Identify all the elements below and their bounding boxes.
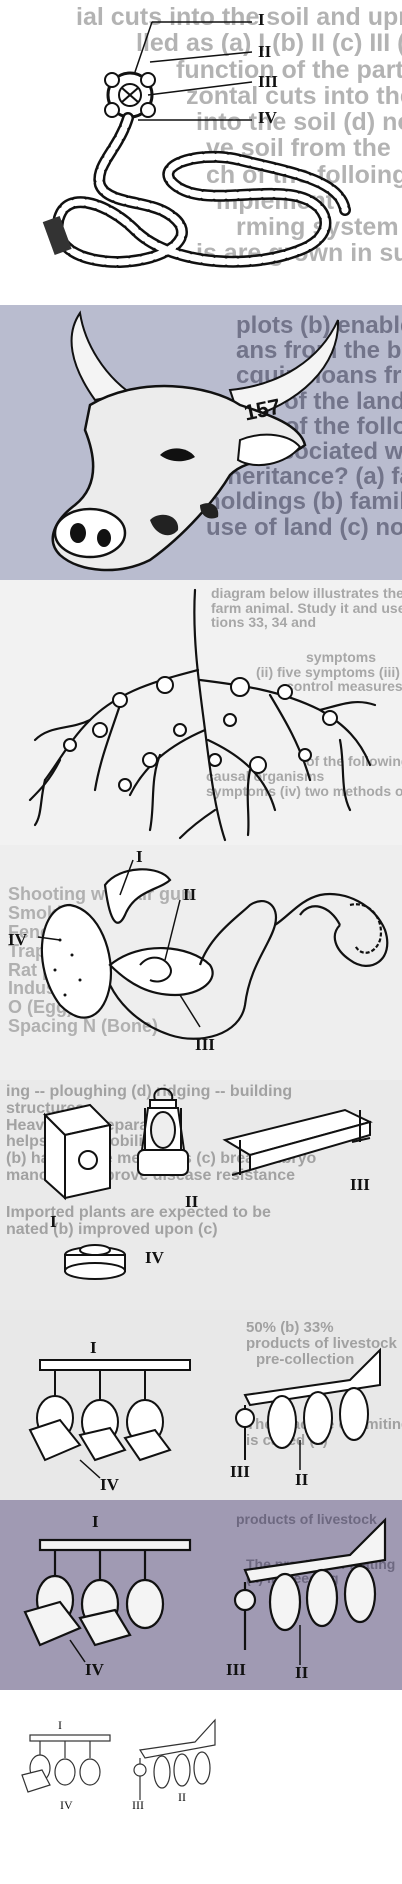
digestive-tract-drawing [37, 859, 389, 1040]
bg-line: farm animal. Study it and use it to answ… [211, 599, 402, 616]
bg-line: function of the part labelled II [176, 55, 402, 84]
bg-line: of the following [306, 753, 402, 770]
bg-line: plots (b) enables individu [236, 312, 402, 339]
label-III: III [226, 1660, 246, 1679]
background-question-text: diagram below illustrates the digestive … [6, 586, 402, 798]
bg-line: products of livestock [236, 1511, 377, 1527]
disc-implement-panel-2: products of livestock The practice of ma… [0, 1500, 402, 1690]
equipment-drawing [43, 1087, 373, 1280]
label-IV: IV [8, 930, 27, 949]
label-II: II [258, 42, 272, 61]
label-IV: IV [60, 1798, 73, 1812]
label-IV: IV [85, 1660, 104, 1679]
label-II: II [178, 1790, 186, 1804]
tapeworm-panel: ial cuts into the soil and upro lled as … [0, 0, 402, 305]
disc-implement-panel-1: 50% (b) 33% products of livestock pre-co… [0, 1310, 402, 1500]
disc-implement-drawing-1 [28, 1347, 381, 1479]
root-nodules-drawing [28, 588, 377, 842]
tapeworm-drawing [42, 21, 351, 269]
disc-implement-panel-3: I II III IV [0, 1690, 402, 1884]
bg-line: use of land (c) non-family me [206, 513, 402, 541]
bg-line: Spacing N (Bone) [8, 1016, 159, 1037]
bg-line: holdings (b) family members [206, 488, 402, 516]
label-I: I [58, 1718, 62, 1732]
label-I: I [90, 1338, 97, 1357]
bg-line: causal organisms [206, 767, 325, 784]
label-III: III [258, 72, 278, 91]
label-II: II [295, 1470, 309, 1489]
bg-line: (ii) five symptoms (iii) cultural [256, 663, 402, 680]
bg-line: nated (b) improved upon (c) [6, 1220, 218, 1238]
label-II: II [295, 1663, 309, 1682]
bg-line: ing -- ploughing (d) ridging -- building [6, 1083, 293, 1100]
bg-line: O (Egg) [8, 997, 73, 1018]
label-I: I [258, 10, 265, 29]
disc-implement-drawing-2 [23, 1517, 387, 1665]
label-IV: IV [258, 108, 277, 127]
bg-line: into the soil (d) none of the above [196, 108, 402, 136]
label-II: II [185, 1192, 199, 1211]
bg-line: symptoms [306, 649, 377, 666]
bg-line: symptoms (iv) two methods of control [206, 782, 402, 799]
bg-line: pre-collection [256, 1350, 355, 1368]
bg-line: lled as (a) I (b) II (c) III (d) IV [136, 29, 402, 58]
label-IV: IV [145, 1248, 164, 1267]
disc-implement-drawing-3 [21, 1718, 216, 1800]
label-IV: IV [100, 1475, 119, 1494]
bg-line: products of livestock [246, 1334, 397, 1352]
bg-line: ial cuts into the soil and upro [76, 3, 402, 31]
label-I: I [136, 847, 143, 866]
label-III: III [195, 1035, 215, 1054]
bg-line: zontal cuts into the soil (b) r [186, 81, 402, 110]
cow-head-panel: plots (b) enables individu ans from the … [0, 305, 402, 580]
label-III: III [132, 1798, 144, 1812]
label-III: III [230, 1462, 250, 1481]
digestive-tract-panel: Shooting with air gun Smoking Fencing Tr… [0, 845, 402, 1080]
cow-head-drawing [51, 310, 340, 572]
label-I: I [50, 1212, 57, 1231]
bg-line: control measures [286, 678, 402, 695]
label-II: II [183, 885, 197, 904]
bg-line: 50% (b) 33% [246, 1319, 334, 1336]
bg-line: Imported plants are expected to be [6, 1203, 271, 1221]
background-question-text: ial cuts into the soil and upro lled as … [6, 4, 402, 267]
root-nodules-panel: diagram below illustrates the digestive … [0, 580, 402, 845]
label-I: I [92, 1512, 99, 1531]
equipment-panel: ing -- ploughing (d) ridging -- building… [0, 1080, 402, 1310]
label-III: III [350, 1175, 370, 1194]
bg-line: diagram below illustrates the digestive … [211, 585, 402, 601]
bg-line: tions 33, 34 and [211, 614, 317, 631]
